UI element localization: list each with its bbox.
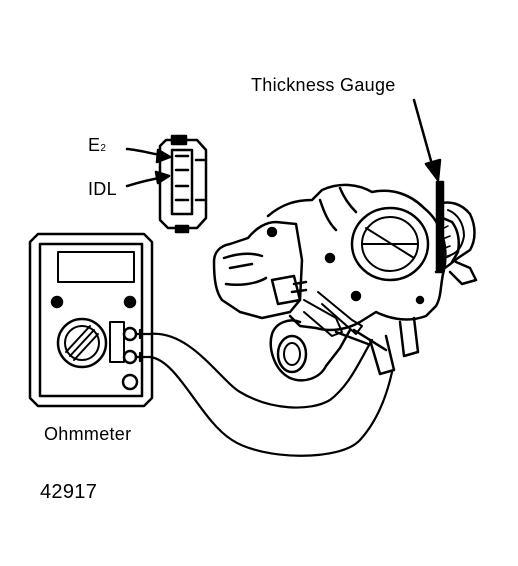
ohmmeter-display (57, 251, 135, 283)
idl-label: IDL (88, 179, 117, 199)
connector (158, 134, 208, 234)
ohmmeter-label: Ohmmeter (44, 424, 132, 444)
idl-arrow (125, 170, 171, 188)
e2-subscript: 2 (100, 143, 107, 154)
test-leads (134, 328, 394, 457)
e2-label: E2 (88, 136, 106, 154)
ohmmeter (28, 232, 154, 408)
jack-2 (122, 349, 138, 365)
jack-1 (122, 326, 138, 342)
throttle-body (212, 183, 478, 382)
figure-number: 42917 (40, 481, 98, 503)
range-knob (56, 317, 108, 369)
thickness-gauge-label: Thickness Gauge (251, 75, 396, 95)
e2-arrow (125, 147, 172, 164)
jack-3 (121, 373, 139, 391)
e2-main: E (88, 135, 101, 155)
thickness-gauge (412, 98, 445, 274)
